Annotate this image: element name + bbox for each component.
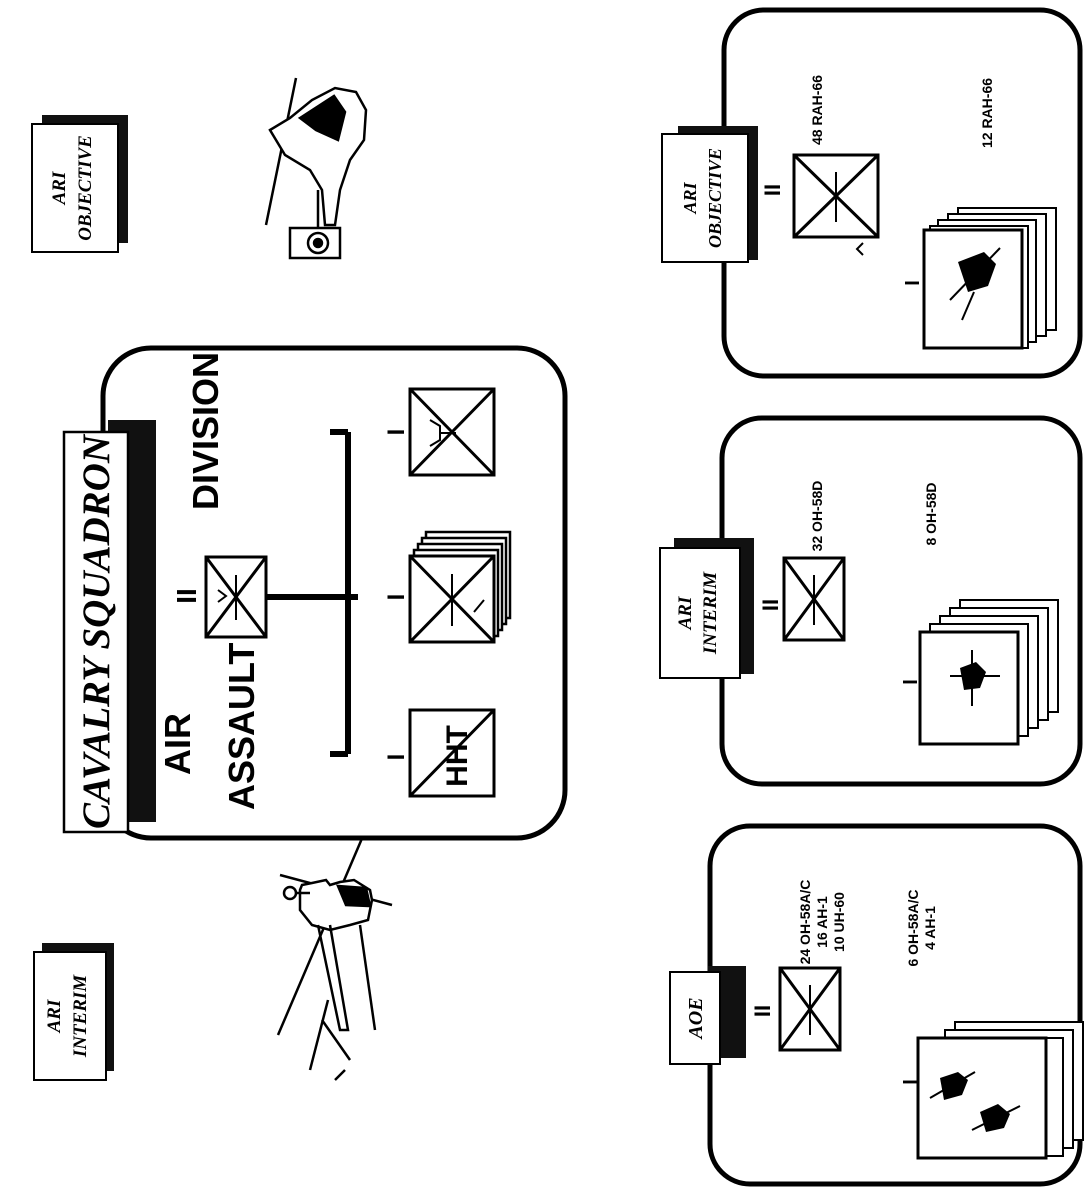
hht-symbol: HHT — [408, 708, 496, 798]
aoe-squadron-aircraft-line3: 10 UH-60 — [831, 892, 847, 952]
kiowa-helicopter-icon — [276, 814, 393, 1081]
air-troop-echelon-mark: I — [383, 594, 410, 601]
maintenance-troop-symbol — [408, 387, 496, 477]
objective-squadron-aircraft: 48 RAH-66 — [809, 75, 825, 145]
aoe-squadron-echelon: II — [750, 1005, 775, 1017]
ari-objective-tag-top: ARI OBJECTIVE — [31, 115, 128, 253]
interim-squadron-echelon: II — [758, 599, 783, 611]
interim-squadron-aircraft: 32 OH-58D — [809, 481, 825, 552]
objective-troop-stack — [922, 207, 1057, 350]
aoe-tag-label: AOE — [685, 997, 707, 1040]
ari-objective-panel: ARI OBJECTIVE II 48 RAH-66 12 RAH-66 I — [661, 7, 1083, 379]
cavalry-squadron-panel: CAVALRY SQUADRON AIR ASSAULT DIVISION II — [62, 345, 568, 841]
interim-troop-stack — [918, 599, 1059, 746]
division-label: DIVISION — [185, 352, 226, 510]
ari-interim-mid-line2: INTERIM — [700, 571, 721, 655]
ari-interim-panel: ARI INTERIM II 32 OH-58D 8 OH-58D I — [659, 415, 1083, 787]
ari-objective-right-line2: OBJECTIVE — [705, 148, 725, 248]
air-label: AIR — [157, 713, 198, 775]
objective-troop-echelon: I — [902, 280, 924, 286]
aoe-troop-stack — [916, 1021, 1084, 1160]
ari-objective-right-line1: ARI — [680, 182, 700, 215]
ari-interim-top-line2: INTERIM — [70, 974, 91, 1058]
aoe-troop-aircraft-line1: 6 OH-58A/C — [905, 889, 921, 966]
squadron-echelon-mark: II — [171, 588, 202, 604]
ari-interim-mid-line1: ARI — [675, 596, 696, 630]
aoe-squadron-aircraft-line2: 16 AH-1 — [814, 896, 830, 948]
ari-objective-top-line2: OBJECTIVE — [75, 135, 96, 241]
hht-echelon-mark: I — [383, 754, 410, 761]
objective-squadron-echelon: II — [760, 184, 785, 196]
cavalry-squadron-tag-label: CAVALRY SQUADRON — [75, 433, 118, 829]
air-cavalry-troops-stack — [408, 530, 512, 644]
aoe-troop-aircraft-line2: 4 AH-1 — [922, 906, 938, 950]
ari-interim-tag-top: ARI INTERIM — [33, 943, 114, 1081]
aoe-troop-echelon: I — [900, 1079, 922, 1085]
ari-objective-top-line1: ARI — [49, 171, 70, 205]
comanche-helicopter-icon — [264, 77, 368, 260]
assault-label: ASSAULT — [221, 643, 262, 810]
hht-label: HHT — [441, 725, 474, 787]
squadron-symbol: II — [171, 555, 268, 639]
interim-troop-echelon: I — [900, 679, 922, 685]
ari-interim-top-line1: ARI — [44, 999, 65, 1033]
maint-troop-echelon-mark: I — [383, 429, 410, 436]
objective-troop-aircraft: 12 RAH-66 — [979, 78, 995, 148]
interim-troop-aircraft: 8 OH-58D — [923, 482, 939, 545]
aoe-squadron-aircraft-line1: 24 OH-58A/C — [797, 880, 813, 965]
aoe-panel: AOE II 24 OH-58A/C 16 AH-1 10 UH-60 6 OH… — [669, 823, 1084, 1187]
